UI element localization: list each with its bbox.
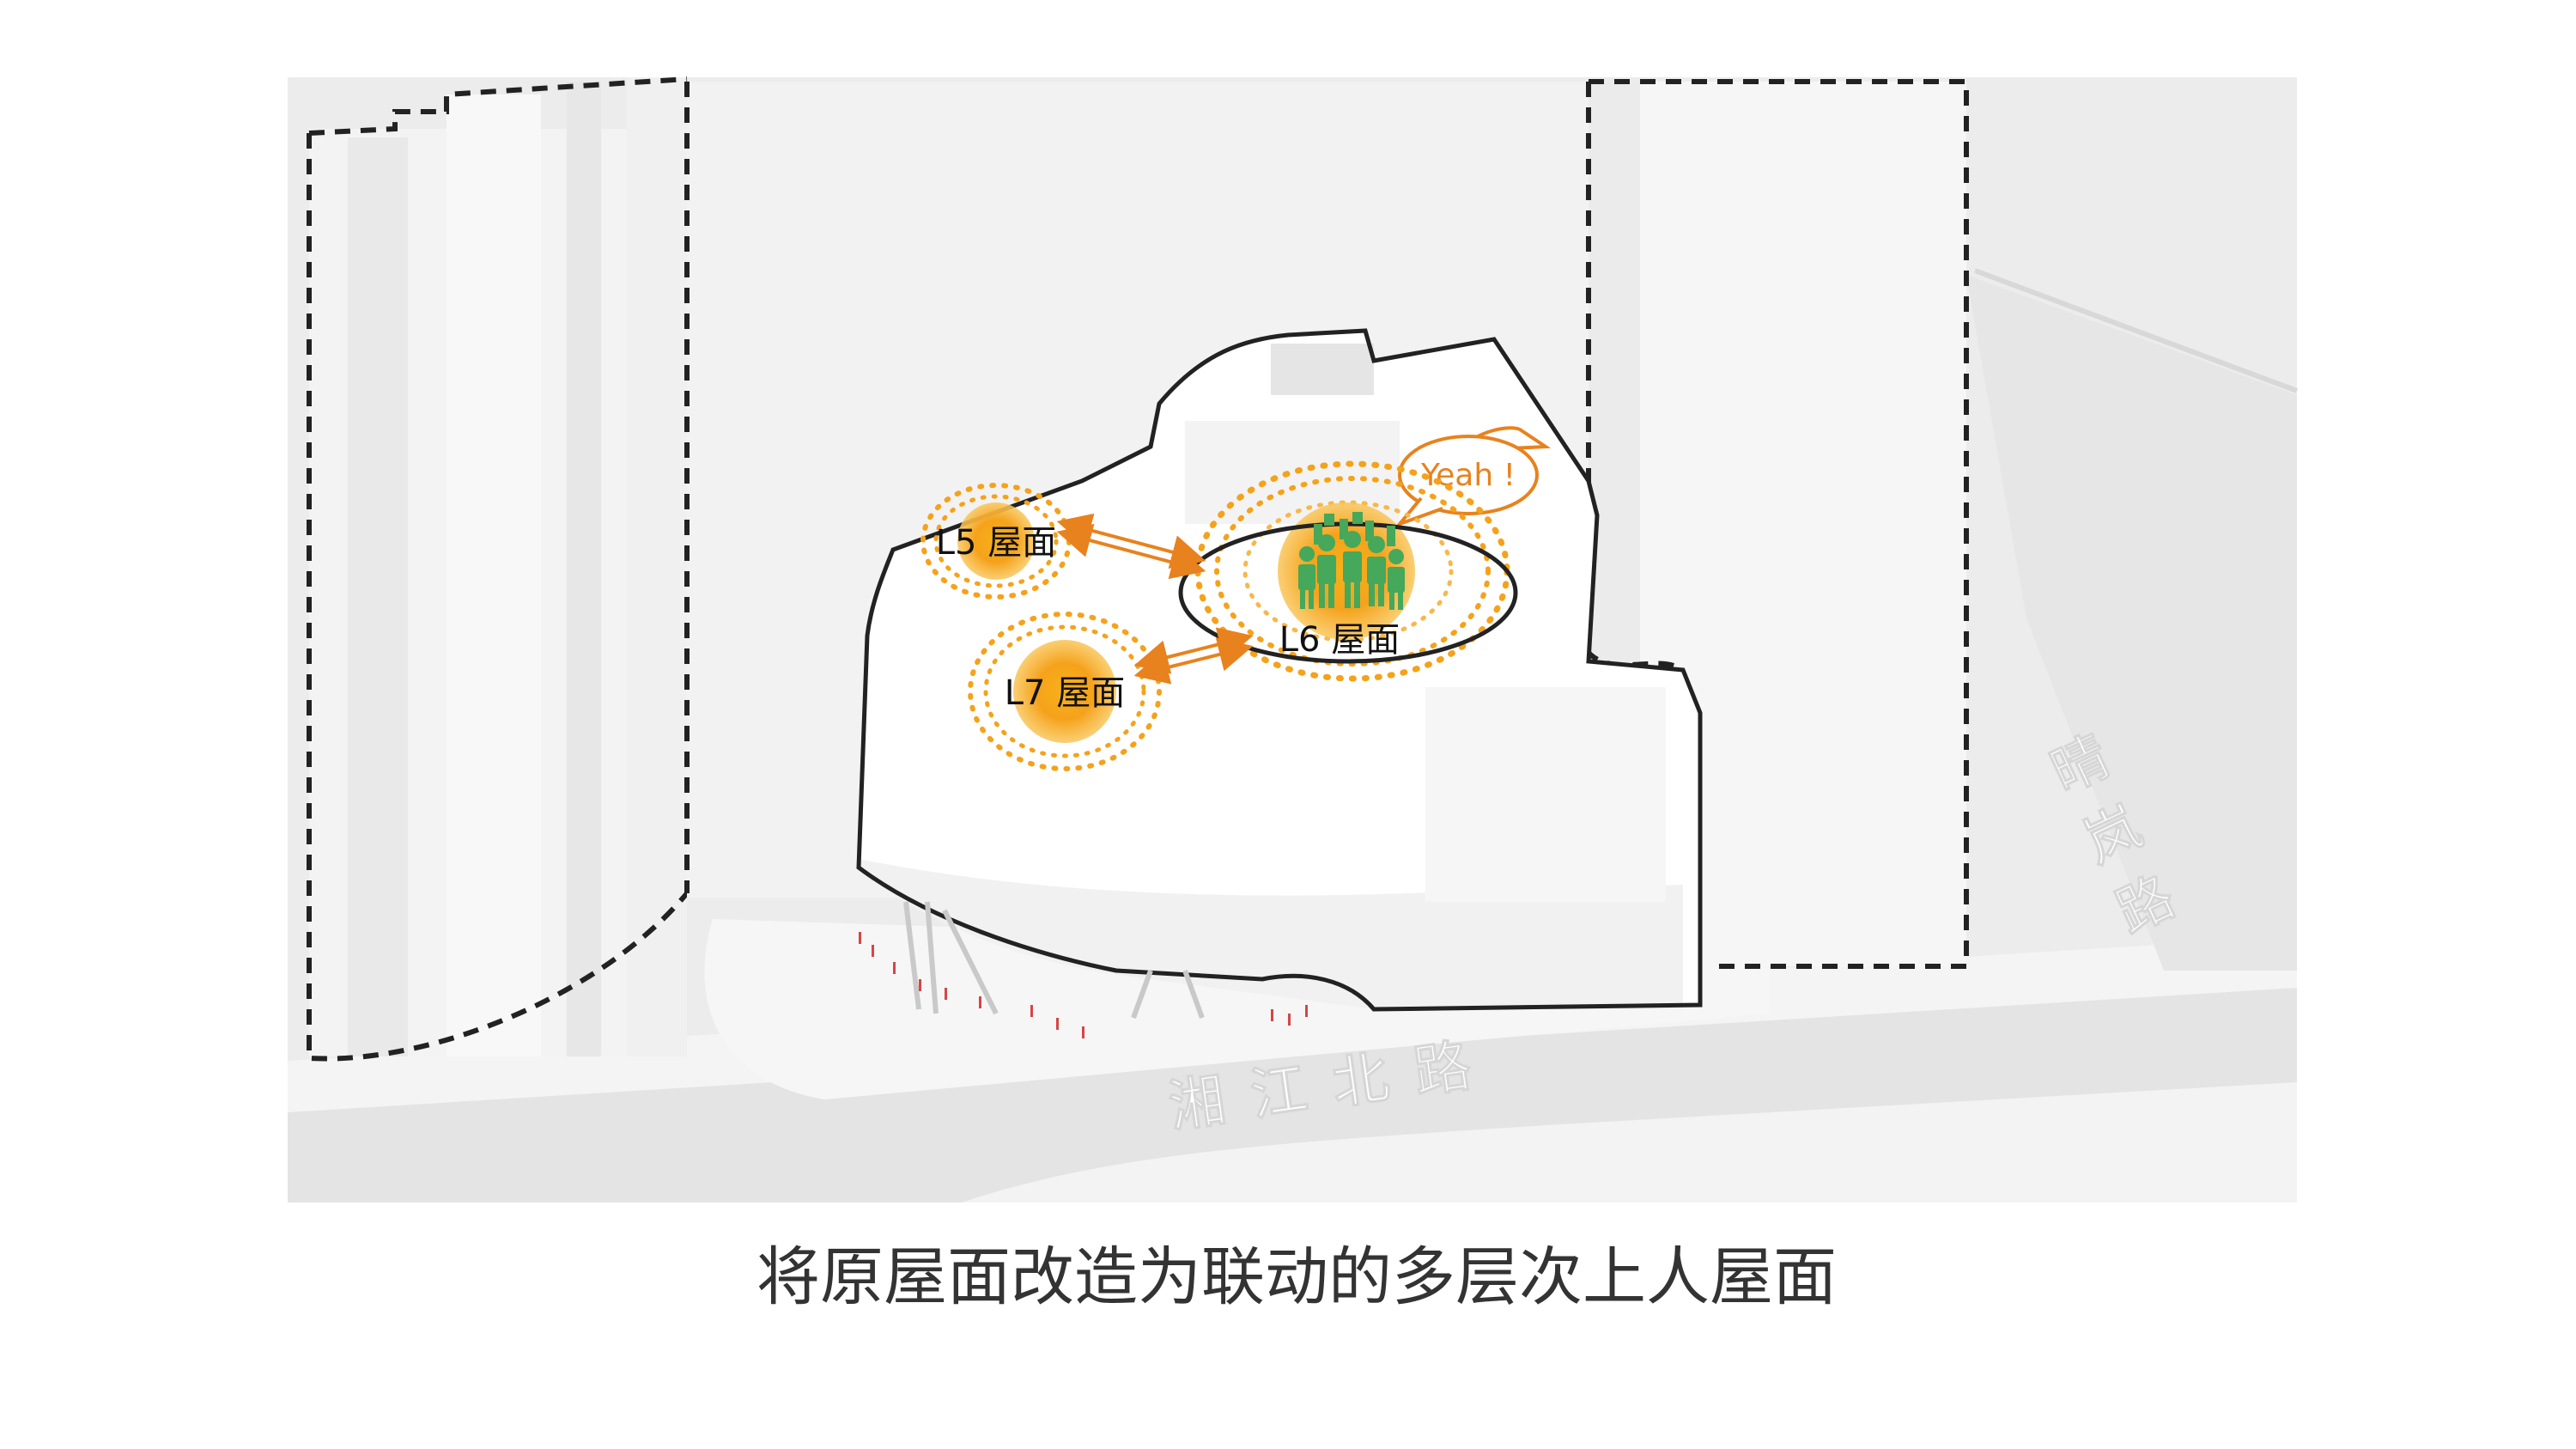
pedestrians (859, 932, 1308, 1038)
arrow-l7-l6-b (1133, 637, 1254, 685)
left-tower (307, 76, 690, 1062)
roof-spot-l5: L5 屋面 (920, 483, 1072, 600)
diagram-caption: 将原屋面改造为联动的多层次上人屋面 (756, 1240, 1837, 1314)
roof-label-l6: L6 屋面 (1279, 620, 1400, 660)
roof-label-l7: L7 屋面 (1005, 673, 1125, 713)
arrow-l5-l6-b (1056, 523, 1206, 580)
roof-spot-l6: L6 屋面 (1178, 460, 1518, 682)
roof-label-l5: L5 屋面 (936, 523, 1056, 563)
roof-spot-l7: L7 屋面 (968, 612, 1162, 771)
speech-bubble-text: Yeah ! (1420, 458, 1516, 493)
connection-arrows (1056, 513, 1254, 685)
people-icon (1298, 512, 1405, 610)
